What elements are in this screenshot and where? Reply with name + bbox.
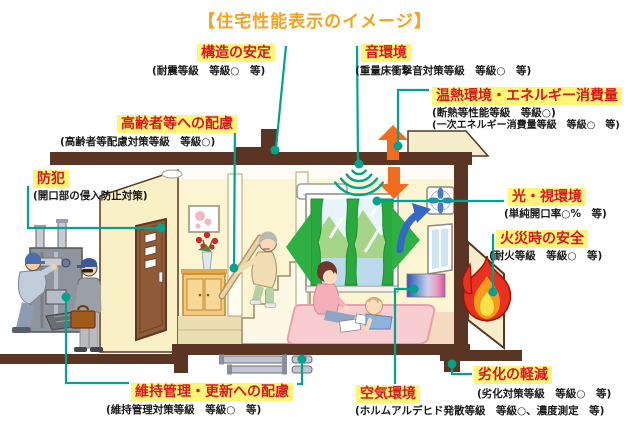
- sound-waves-icon: [334, 169, 384, 197]
- small-window: [427, 223, 453, 275]
- sunglasses: [82, 269, 93, 273]
- page-title: 【住宅性能表示のイメージ】: [198, 12, 432, 32]
- baby-figure: [365, 297, 393, 331]
- living-room: [286, 183, 468, 345]
- left-facade: [99, 168, 179, 353]
- outside-ground: [0, 354, 178, 364]
- leader-structure: [274, 45, 288, 149]
- caption-fire: (耐火等級 等級○ 等): [489, 250, 603, 262]
- shoe-cabinet: [181, 269, 227, 317]
- caption-maintenance: (維持管理対策等級 等級○ 等): [106, 404, 262, 416]
- leader-dots: [61, 141, 498, 369]
- caption-thermal-2: (一次エネルギー消費量等級 等級○ 等): [432, 120, 620, 131]
- picture-frame: [188, 205, 220, 233]
- door-handle: [158, 271, 163, 283]
- greenery-left: [286, 213, 311, 283]
- caption-structure: (耐震等級 等級○ 等): [152, 65, 266, 77]
- leader-thermal: [396, 88, 429, 144]
- caption-deterioration: (劣化対策等級 等級○ 等): [477, 388, 612, 400]
- label-maintenance: 維持管理・更新への配慮: [131, 383, 293, 402]
- ceiling-light: [161, 169, 183, 179]
- label-security: 防犯: [33, 170, 69, 189]
- label-fire: 火災時の安全: [496, 230, 588, 249]
- caption-light: (単純開口率○% 等): [504, 208, 607, 220]
- label-structure: 構造の安定: [197, 44, 275, 63]
- briefcase: [70, 305, 96, 329]
- elderly-person-figure: [235, 231, 278, 308]
- leader-air: [393, 287, 412, 384]
- leader-security: [26, 186, 159, 230]
- flower-vase: [195, 231, 219, 271]
- leader-maintenance-right: [297, 361, 304, 386]
- burglar-figure: [70, 258, 103, 352]
- entrance-door: [135, 217, 167, 342]
- maintenance-worker-figure: [12, 252, 57, 333]
- roof-gable: [407, 130, 490, 157]
- flame-icon: [461, 255, 512, 322]
- entrance-hall: [161, 169, 242, 344]
- label-thermal: 温熱環境・エネルギー消費量: [432, 87, 622, 106]
- curtains: [310, 198, 394, 286]
- label-deterioration: 劣化の軽減: [474, 366, 552, 385]
- leader-maintenance-left: [64, 299, 129, 385]
- underfloor-pipes: [219, 354, 313, 375]
- caption-security: (開口部の侵入防止対策): [33, 190, 148, 202]
- label-light: 光・視環境: [508, 188, 586, 207]
- label-elderly: 高齢者等への配慮: [117, 115, 237, 134]
- heat-arrows-icon: [378, 125, 409, 199]
- ventilation-arrow-icon: [396, 203, 431, 254]
- living-window: [305, 193, 399, 293]
- leader-elderly: [232, 118, 237, 267]
- greenery-right: [392, 207, 420, 272]
- rug: [286, 304, 436, 345]
- caption-sound: (重量床衝撃音対策等級 等級○ 等): [355, 65, 532, 77]
- leader-sound: [355, 45, 360, 163]
- caption-elderly: (高齢者等配慮対策等級 等級○): [60, 136, 216, 148]
- leader-deterioration: [450, 366, 472, 376]
- label-sound: 音環境: [361, 44, 411, 63]
- caption-air: (ホルムアルデヒド発散等級 等級○、濃度測定 等): [355, 405, 605, 417]
- house-frame: [0, 129, 522, 373]
- label-air: 空気環境: [356, 385, 420, 404]
- caption-thermal-1: (断熱等性能等級 等級○): [432, 107, 556, 119]
